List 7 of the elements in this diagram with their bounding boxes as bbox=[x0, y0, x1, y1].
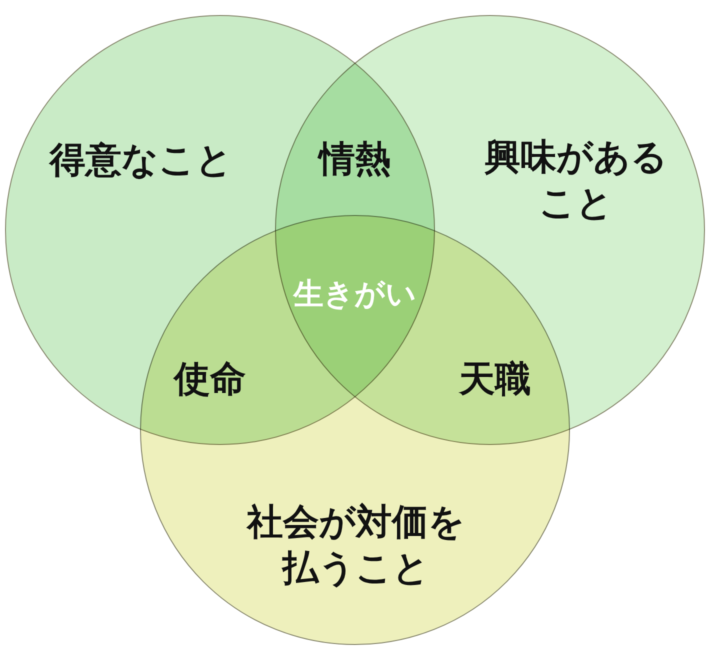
circle-label: 得意なこと bbox=[48, 139, 234, 183]
circle-label: 興味があること bbox=[484, 136, 668, 226]
region-label: 使命 bbox=[172, 358, 247, 402]
region-label: 生きがい bbox=[292, 276, 418, 314]
region-label: 情熱 bbox=[316, 138, 392, 182]
region-label: 天職 bbox=[458, 358, 532, 402]
circle-label: 社会が対価を払うこと bbox=[245, 501, 466, 591]
